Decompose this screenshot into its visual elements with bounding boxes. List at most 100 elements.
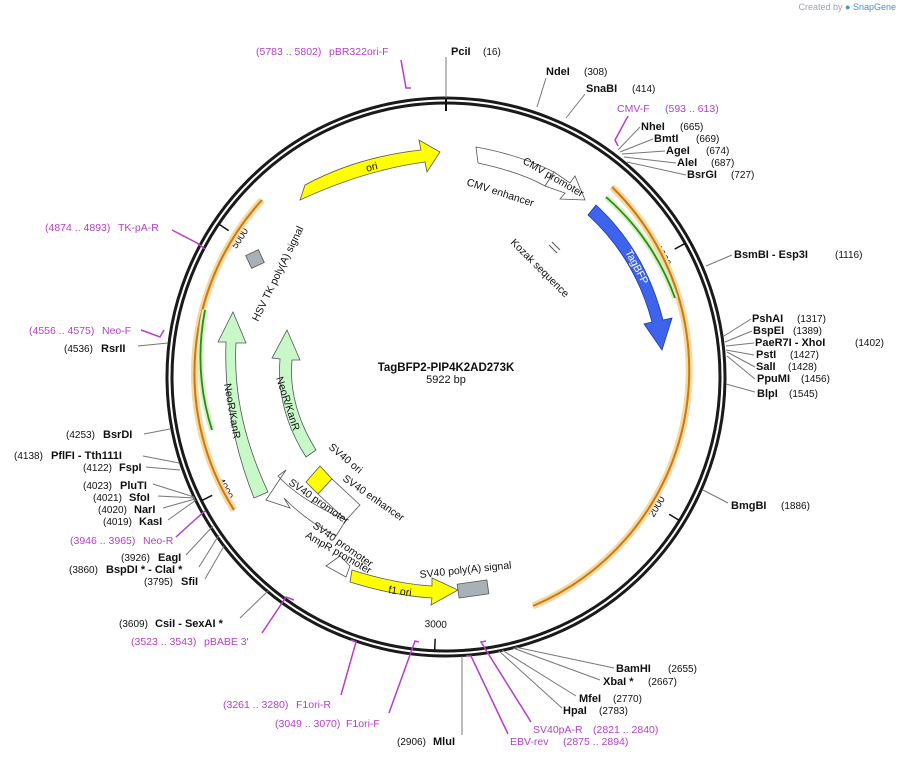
primer-pbr322ori-f[interactable]: pBR322ori-F: [329, 46, 389, 58]
site-pshai[interactable]: PshAI: [752, 313, 783, 325]
primer-neo-r-range: (3946 .. 3965): [70, 535, 135, 547]
site-rsrii-pos: (4536): [64, 344, 93, 355]
site-bsmbi-pos: (1116): [835, 250, 862, 261]
primer-pbr322ori-f-range: (5783 .. 5802): [256, 46, 321, 58]
site-sfii-pos: (3795): [144, 577, 173, 588]
site-bspei-pos: (1389): [793, 326, 822, 337]
feature-sv40-polya-label: SV40 poly(A) signal: [419, 559, 512, 581]
site-rsrii[interactable]: RsrII: [101, 343, 125, 355]
site-line-mfei: [502, 650, 576, 696]
site-csii[interactable]: CsiI - SexAI *: [155, 618, 224, 630]
site-snabi-pos: (414): [632, 84, 655, 95]
site-hpai-pos: (2783): [599, 706, 628, 717]
primer-neo-r[interactable]: Neo-R: [143, 535, 174, 547]
site-xbai[interactable]: XbaI *: [603, 676, 634, 688]
feature-cmv-enhancer-label: CMV enhancer: [465, 176, 536, 209]
primer-mark-neo-r: [176, 511, 205, 537]
primer-neo-f[interactable]: Neo-F: [102, 325, 131, 337]
site-line-rsrii: [138, 343, 168, 346]
primer-sv40pa-r[interactable]: SV40pA-R: [533, 724, 583, 736]
site-pflfi[interactable]: PflFI - Tth111I: [51, 450, 122, 462]
site-line-nari: [163, 499, 195, 508]
site-nari-pos: (4020): [98, 505, 127, 516]
site-blpi[interactable]: BlpI: [757, 388, 778, 400]
feature-hsv-tk-polya: [246, 250, 265, 269]
tick-mark-2000: [669, 514, 679, 520]
site-line-bamhi: [515, 647, 614, 668]
site-nhei-pos: (665): [680, 122, 703, 133]
site-line-bmti: [620, 139, 653, 152]
primer-f1ori-f[interactable]: F1ori-F: [346, 718, 380, 730]
site-line-hpai: [499, 651, 562, 708]
site-snabi[interactable]: SnaBI: [586, 83, 617, 95]
site-bsrgi[interactable]: BsrGI: [687, 169, 717, 181]
primer-neo-f-range: (4556 .. 4575): [29, 325, 94, 337]
site-mfei[interactable]: MfeI: [579, 693, 601, 705]
primer-ebv-rev[interactable]: EBV-rev: [510, 736, 549, 748]
site-pflfi-pos: (4138): [14, 451, 43, 462]
site-line-bmgbi: [703, 490, 728, 503]
site-paer7i[interactable]: PaeR7I - XhoI: [755, 337, 825, 349]
site-mlui[interactable]: MluI: [433, 736, 455, 748]
tick-mark-4000: [202, 495, 213, 500]
site-eagi-pos: (3926): [121, 553, 150, 564]
primer-f1ori-r[interactable]: F1ori-R: [296, 699, 331, 711]
primer-cmv-f[interactable]: CMV-F: [617, 103, 650, 115]
site-pluti-pos: (4023): [83, 481, 112, 492]
site-bsrdi-pos: (4253): [66, 430, 95, 441]
primer-pbabe3[interactable]: pBABE 3': [204, 636, 249, 648]
credit-prefix: Created by: [798, 2, 842, 12]
site-agei[interactable]: AgeI: [666, 145, 690, 157]
primer-ebv-rev-range: (2875 .. 2894): [563, 736, 628, 748]
site-bspdi[interactable]: BspDI * - ClaI *: [106, 564, 183, 576]
tick-mark-5000: [219, 224, 229, 231]
primer-pbabe3-range: (3523 .. 3543): [131, 636, 196, 648]
tick-label-3000: 3000: [424, 619, 447, 631]
site-bspei[interactable]: BspEI: [753, 325, 784, 337]
site-line-bspdi: [199, 535, 219, 567]
primer-mark-pbr322ori-f: [401, 60, 411, 88]
site-alei[interactable]: AleI: [677, 157, 697, 169]
site-line-sfoi: [158, 496, 195, 498]
site-paer7i-pos: (1402): [855, 338, 884, 349]
site-bsrdi[interactable]: BsrDI: [103, 429, 132, 441]
site-line-fspi: [146, 467, 180, 470]
primer-mark-neo-f: [141, 330, 164, 337]
feature-sv40-ori-label: SV40 ori: [326, 441, 365, 476]
site-pcii[interactable]: PciI: [451, 46, 471, 58]
feature-hsv-tk-polya-label: HSV TK poly(A) signal: [250, 224, 306, 323]
site-ppumi[interactable]: PpuMI: [757, 373, 790, 385]
site-sali[interactable]: SalI: [756, 361, 776, 373]
site-bamhi[interactable]: BamHI: [616, 663, 651, 675]
site-nari[interactable]: NarI: [134, 504, 155, 516]
site-line-csii: [240, 591, 268, 618]
feature-neor-inner-label: NeoR/KanR: [273, 375, 302, 432]
site-line-alei: [624, 157, 676, 163]
site-alei-pos: (687): [711, 158, 734, 169]
site-line-ndei: [537, 78, 546, 107]
feature-sv40-polya: [457, 580, 489, 598]
site-psti[interactable]: PstI: [756, 349, 776, 361]
site-sfoi[interactable]: SfoI: [129, 492, 150, 504]
site-fspi[interactable]: FspI: [119, 462, 142, 474]
site-fspi-pos: (4122): [83, 463, 112, 474]
site-ndei[interactable]: NdeI: [546, 66, 570, 78]
site-kasi[interactable]: KasI: [139, 516, 162, 528]
feature-f1-ori-label: f1 ori: [388, 584, 413, 599]
primer-tk-pa-r-range: (4874 .. 4893): [45, 222, 110, 234]
site-bmgbi-pos: (1886): [781, 501, 810, 512]
site-sfii[interactable]: SfiI: [181, 576, 198, 588]
site-nhei[interactable]: NheI: [641, 121, 665, 133]
site-bsmbi[interactable]: BsmBI - Esp3I: [734, 249, 808, 261]
site-kasi-pos: (4019): [103, 517, 132, 528]
site-hpai[interactable]: HpaI: [563, 705, 587, 717]
primer-mark-sv40pa-r: [481, 641, 531, 722]
site-bmti[interactable]: BmtI: [654, 133, 678, 145]
primer-tk-pa-r[interactable]: TK-pA-R: [118, 222, 159, 234]
site-bmgbi[interactable]: BmgBI: [731, 500, 766, 512]
primer-mark-f1ori-r: [341, 640, 356, 695]
site-pluti[interactable]: PluTI: [120, 480, 147, 492]
site-eagi[interactable]: EagI: [158, 552, 181, 564]
site-line-paer7i: [726, 343, 754, 346]
